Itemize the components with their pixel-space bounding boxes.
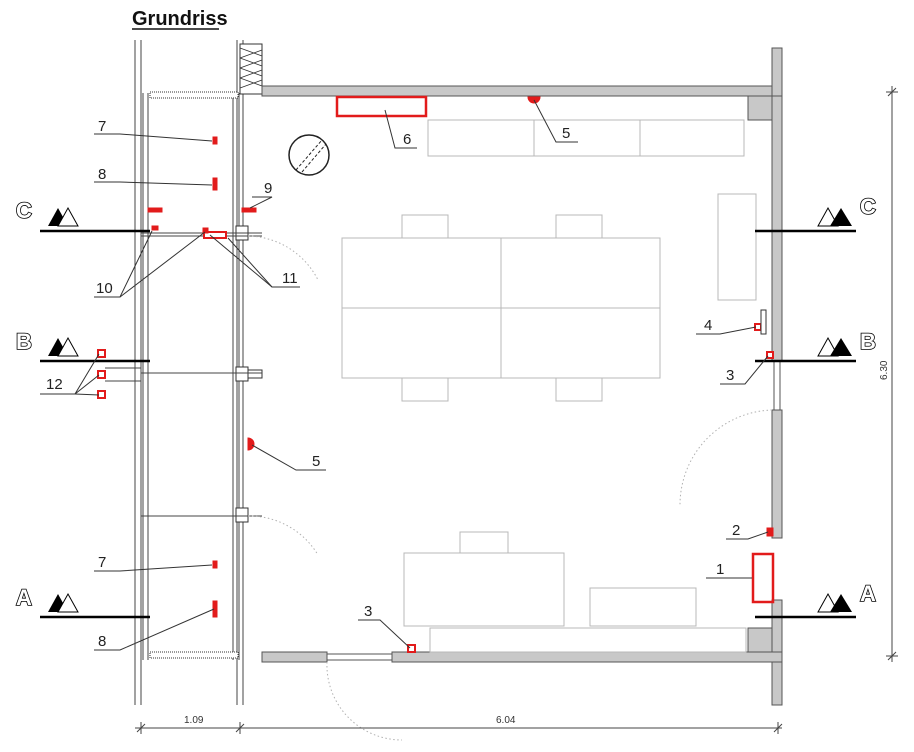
- element-5-left: [247, 437, 255, 451]
- marker-3-right: 3: [726, 367, 734, 384]
- element-9-left: [147, 207, 163, 213]
- section-label-a-right: A: [860, 581, 876, 606]
- element-7-top: [212, 136, 218, 145]
- element-1: [751, 552, 775, 604]
- marker-5-top: 5: [562, 125, 570, 142]
- highlighted-components: [97, 95, 775, 653]
- room-walls: [261, 47, 783, 706]
- facade-posts: [141, 225, 263, 523]
- element-6: [335, 95, 428, 118]
- dimension-width-left: 1.09: [184, 715, 204, 726]
- marker-3-bottom: 3: [364, 603, 372, 620]
- marker-2: 2: [732, 522, 740, 539]
- element-8-top: [212, 177, 218, 191]
- marker-5-left: 5: [312, 453, 320, 470]
- door-swings: [247, 235, 773, 741]
- insulation-column: [239, 43, 263, 95]
- element-12a: [97, 349, 106, 358]
- section-label-b-left: B: [16, 329, 32, 354]
- element-9-right: [241, 207, 257, 213]
- element-7-bottom: [212, 560, 218, 569]
- dimension-lines: [135, 86, 898, 734]
- element-11: [203, 231, 227, 239]
- dimension-width-main: 6.04: [496, 715, 516, 726]
- marker-10: 10: [96, 280, 113, 297]
- element-4-plate: [760, 309, 767, 335]
- marker-8-top: 8: [98, 166, 106, 183]
- element-3-right: [766, 351, 774, 359]
- furniture: [341, 119, 757, 653]
- section-markers: [40, 206, 856, 619]
- element-10: [151, 225, 159, 231]
- element-12b: [97, 370, 106, 379]
- marker-11: 11: [282, 270, 298, 287]
- marker-1: 1: [716, 561, 724, 578]
- plan-title: Grundriss: [132, 8, 228, 30]
- marker-12: 12: [46, 376, 63, 393]
- marker-7-top: 7: [98, 118, 106, 135]
- marker-7-bottom: 7: [98, 554, 106, 571]
- dimension-height: 6.30: [879, 360, 890, 380]
- section-label-b-right: B: [860, 329, 876, 354]
- leaders: [40, 99, 769, 651]
- section-label-c-left: C: [16, 198, 32, 223]
- marker-6: 6: [403, 131, 411, 148]
- element-12c: [97, 390, 106, 399]
- marker-4: 4: [704, 317, 712, 334]
- element-3-bottom: [407, 644, 416, 653]
- marker-9: 9: [264, 180, 272, 197]
- section-label-c-right: C: [860, 194, 876, 219]
- section-label-a-left: A: [16, 585, 32, 610]
- marker-8-bottom: 8: [98, 633, 106, 650]
- lamp-icon: [288, 134, 330, 176]
